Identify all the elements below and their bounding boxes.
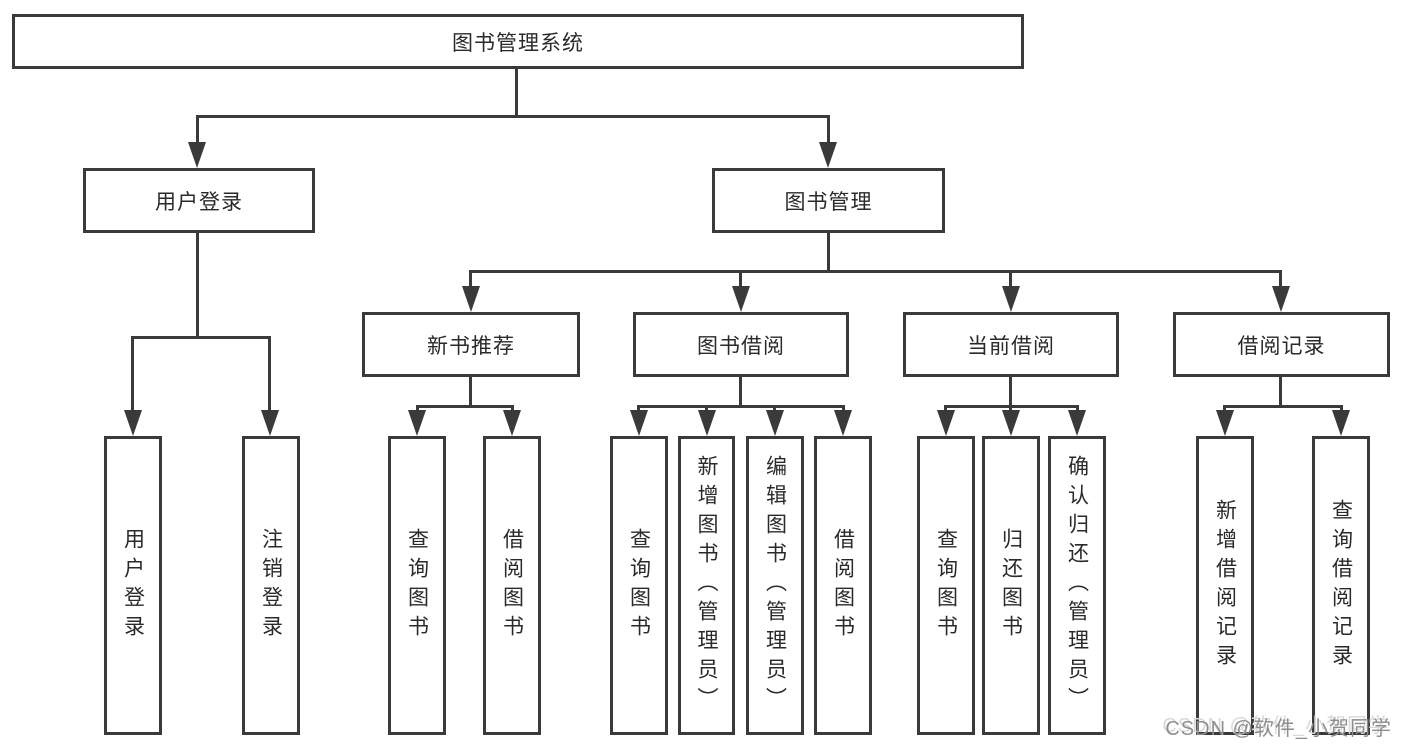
arrow-down-icon <box>1002 286 1020 312</box>
connector-stem <box>739 270 742 286</box>
leaf-return-book: 归还图书 <box>982 436 1040 735</box>
connector-stem <box>1279 375 1282 408</box>
connector-stem <box>1279 270 1282 286</box>
connector-stem <box>739 375 742 408</box>
arrow-down-icon <box>408 410 426 436</box>
connector-stem <box>1009 375 1012 408</box>
connector-stem <box>705 405 708 412</box>
connector-rail <box>637 405 845 408</box>
connector-stem <box>1223 405 1226 412</box>
leaf-query-borrow-record: 查询借阅记录 <box>1312 436 1370 735</box>
leaf-add-borrow-record: 新增借阅记录 <box>1196 436 1254 735</box>
node-user-login: 用户登录 <box>83 168 315 233</box>
connector-login-stem <box>196 231 199 339</box>
node-new-book-recommend: 新书推荐 <box>362 312 580 377</box>
leaf-add-book-admin: 新增图书（管理员） <box>678 436 735 735</box>
connector-rail <box>1223 405 1343 408</box>
arrow-down-icon <box>1216 410 1234 436</box>
arrow-down-icon <box>1002 410 1020 436</box>
arrow-down-icon <box>732 286 750 312</box>
connector-stem <box>511 405 514 412</box>
connector-root-stem <box>515 66 518 118</box>
connector-stem <box>637 405 640 412</box>
arrow-down-icon <box>503 410 521 436</box>
connector-rail <box>416 405 514 408</box>
arrow-down-icon <box>937 410 955 436</box>
connector-stem <box>196 115 199 144</box>
connector-mgmt-rail <box>469 270 1282 273</box>
connector-stem <box>416 405 419 412</box>
arrow-down-icon <box>1332 410 1350 436</box>
leaf-query-books-recommend: 查询图书 <box>388 436 446 735</box>
connector-root-rail <box>196 115 830 118</box>
arrow-down-icon <box>462 286 480 312</box>
arrow-down-icon <box>819 142 837 168</box>
leaf-logout: 注销登录 <box>242 436 300 735</box>
csdn-watermark: CSDN @软件_小贺同学 <box>1165 718 1392 740</box>
leaf-query-books-borrow: 查询图书 <box>610 436 668 735</box>
connector-stem <box>268 336 271 410</box>
connector-login-rail <box>131 336 271 339</box>
leaf-edit-book-admin: 编辑图书（管理员） <box>746 436 804 735</box>
arrow-down-icon <box>124 410 142 436</box>
arrow-down-icon <box>630 410 648 436</box>
connector-stem <box>469 270 472 286</box>
arrow-down-icon <box>188 142 206 168</box>
node-root: 图书管理系统 <box>12 14 1024 69</box>
node-current-borrow: 当前借阅 <box>903 312 1119 377</box>
connector-stem <box>1076 405 1079 412</box>
arrow-down-icon <box>261 410 279 436</box>
arrow-down-icon <box>766 410 784 436</box>
connector-mgmt-stem <box>827 231 830 273</box>
connector-stem <box>1009 270 1012 286</box>
connector-stem <box>827 115 830 144</box>
leaf-borrow-books-recommend: 借阅图书 <box>483 436 541 735</box>
node-book-management: 图书管理 <box>712 168 945 233</box>
arrow-down-icon <box>698 410 716 436</box>
arrow-down-icon <box>1272 286 1290 312</box>
arrow-down-icon <box>1068 410 1086 436</box>
connector-stem <box>131 336 134 410</box>
leaf-user-login: 用户登录 <box>104 436 162 735</box>
connector-stem <box>944 405 947 412</box>
connector-stem <box>469 375 472 408</box>
node-book-borrow: 图书借阅 <box>633 312 849 377</box>
connector-stem <box>1009 405 1012 412</box>
connector-stem <box>1340 405 1343 412</box>
leaf-query-books-current: 查询图书 <box>917 436 975 735</box>
leaf-borrow-book: 借阅图书 <box>814 436 872 735</box>
connector-stem <box>773 405 776 412</box>
node-borrow-records: 借阅记录 <box>1173 312 1390 377</box>
leaf-confirm-return-admin: 确认归还（管理员） <box>1048 436 1106 735</box>
arrow-down-icon <box>834 410 852 436</box>
connector-stem <box>842 405 845 412</box>
